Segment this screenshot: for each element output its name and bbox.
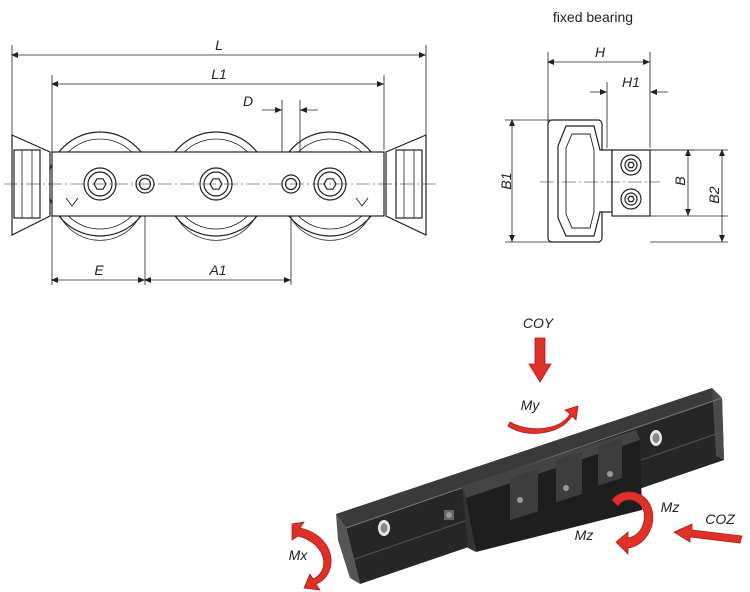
coy-arrow-icon: [528, 337, 552, 383]
coz-arrow-icon: [673, 523, 743, 544]
dim-label-D: D: [243, 93, 253, 109]
force-arrows: [291, 337, 743, 591]
dim-label-H1: H1: [622, 74, 640, 90]
label-mz-top: Mz: [661, 499, 680, 515]
mz-arrow-icon: [611, 491, 654, 555]
load-view: [336, 388, 724, 584]
side-view-title: fixed bearing: [553, 9, 633, 25]
dim-label-B2: B2: [706, 186, 722, 203]
dim-label-L: L: [215, 37, 223, 53]
label-coz: COZ: [705, 511, 735, 527]
front-view: [4, 45, 436, 285]
label-mz-bottom: Mz: [575, 527, 594, 543]
dim-label-B: B: [672, 176, 688, 185]
dim-label-H: H: [595, 44, 606, 60]
dim-label-E: E: [94, 262, 104, 278]
dim-label-B1: B1: [498, 172, 514, 189]
label-coy: COY: [523, 315, 555, 331]
label-mx: Mx: [289, 547, 309, 563]
side-view: [505, 52, 728, 243]
label-my: My: [521, 397, 541, 413]
mx-arrow-icon: [291, 521, 332, 591]
dim-label-L1: L1: [211, 66, 227, 82]
my-arrow-icon: [507, 405, 579, 434]
dim-label-A1: A1: [208, 262, 226, 278]
